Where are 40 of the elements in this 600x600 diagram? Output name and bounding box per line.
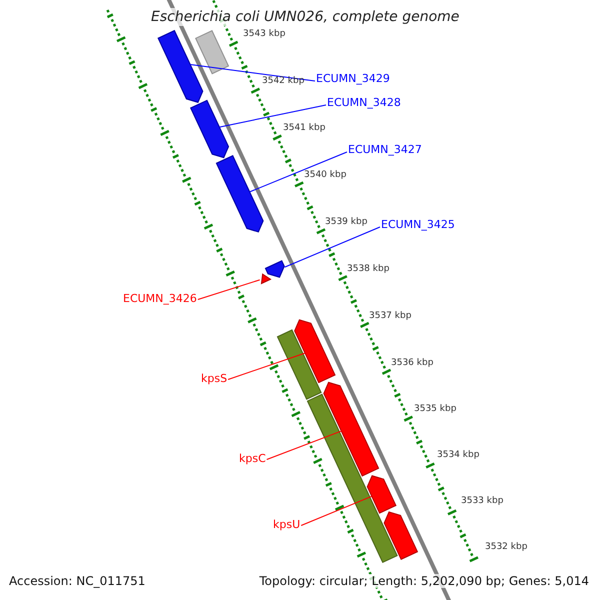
scale-label: 3537 kbp <box>369 311 412 321</box>
scale-label: 3543 kbp <box>243 29 286 39</box>
gene-feature <box>157 30 204 103</box>
gene-label: ECUMN_3428 <box>327 96 401 109</box>
scale-label: 3535 kbp <box>414 404 456 414</box>
gene-feature <box>216 154 264 233</box>
gene-feature <box>260 273 272 284</box>
leader-line <box>300 496 372 526</box>
scale-label: 3533 kbp <box>461 496 504 506</box>
gene-feature <box>384 511 418 560</box>
leader-line <box>284 226 380 268</box>
leader-line <box>218 104 326 128</box>
gene-feature <box>264 260 285 278</box>
scale-label: 3532 kbp <box>485 542 528 552</box>
gene-feature <box>195 30 230 74</box>
gene-label: ECUMN_3427 <box>348 143 422 156</box>
scale-label: 3536 kbp <box>391 358 434 368</box>
gene-feature <box>323 382 380 477</box>
gene-feature <box>276 329 322 400</box>
scale-label: 3534 kbp <box>437 450 480 460</box>
scale-label: 3539 kbp <box>325 217 368 227</box>
leader-line <box>266 430 342 460</box>
gene-feature <box>366 475 397 514</box>
gene-label: kpsS <box>201 372 228 385</box>
leader-line <box>228 352 306 380</box>
scale-label: 3538 kbp <box>347 264 390 274</box>
gene-label: kpsC <box>239 452 266 465</box>
gene-label: ECUMN_3426 <box>123 292 197 305</box>
gene-label: kpsU <box>273 518 300 531</box>
gene-feature <box>294 319 336 384</box>
leader-line <box>249 152 348 192</box>
gene-label: ECUMN_3425 <box>381 218 455 231</box>
leader-line <box>197 279 260 300</box>
leader-line <box>190 64 316 82</box>
scale-label: 3542 kbp <box>262 76 304 86</box>
gene-label: ECUMN_3429 <box>316 72 390 85</box>
gene-feature <box>190 100 230 158</box>
gene-feature <box>306 394 398 564</box>
scale-label: 3541 kbp <box>283 123 326 133</box>
scale-label: 3540 kbp <box>304 170 346 180</box>
